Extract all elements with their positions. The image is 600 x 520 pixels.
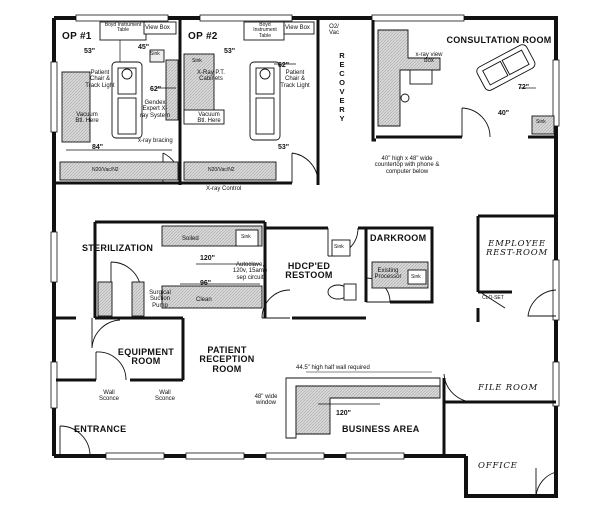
op2-patient-chair: Patient Chair & Track Light xyxy=(280,70,310,89)
windows xyxy=(50,14,560,460)
darkroom-label: DARKROOM xyxy=(370,233,427,243)
gendex-xray-label: Gendex Expert X-ray System xyxy=(140,100,171,119)
soiled-counter: Soiled xyxy=(182,236,199,242)
clean-counter: Clean xyxy=(196,297,212,303)
hdcp-restroom-label: HDCP'ED RESTOOM xyxy=(285,261,333,281)
op2-view-box: View Box xyxy=(285,25,310,31)
op2-fixtures xyxy=(183,21,315,181)
consultation-sink: Sink xyxy=(536,119,546,125)
op1-dim-84: 84" xyxy=(92,144,104,151)
recovery-label: RECOVERY xyxy=(337,51,347,123)
office-label: OFFICE xyxy=(478,461,518,471)
door-swings xyxy=(59,107,557,497)
wall-sconce-right: Wall Sconce xyxy=(154,390,175,403)
op1-gas-outlets: N20/Vac/N2 xyxy=(92,167,119,173)
consultation-label: CONSULTATION ROOM xyxy=(446,35,552,45)
xray-bracing-label: x-ray bracing xyxy=(138,138,173,144)
op2-sink: Sink xyxy=(192,58,202,64)
restroom-sink: Sink xyxy=(334,244,344,250)
op1-dim-62: 62" xyxy=(150,86,162,93)
dimension-lines xyxy=(66,40,536,405)
interior-walls xyxy=(56,20,556,470)
op2-vacuum: Vacuum Btl. Here xyxy=(197,112,221,125)
op2-gas-outlets: N20/Vac/N2 xyxy=(208,167,235,173)
op2-dim-53: 53" xyxy=(224,48,236,55)
closet-label: CLO-SET xyxy=(482,295,504,301)
darkroom-sink: Sink xyxy=(411,274,421,280)
business-counters xyxy=(285,371,441,439)
op1-fixtures xyxy=(59,21,179,181)
equipment-room-label: EQUIPMENT ROOM xyxy=(117,347,175,367)
op1-view-box: View Box xyxy=(145,25,170,31)
surgical-suction-note: Surgical Suction Pump xyxy=(149,290,171,309)
op2-dim-62: 62" xyxy=(278,62,290,69)
xray-pt-cabinets: X-Ray P.T. Cabinets xyxy=(197,70,225,83)
file-room-label: FILE ROOM xyxy=(478,383,539,393)
op1-dim-53: 53" xyxy=(84,48,96,55)
op1-sink: Sink xyxy=(150,51,160,57)
entrance-label: ENTRANCE xyxy=(74,424,127,434)
op2-label: OP #2 xyxy=(188,31,218,42)
wall-sconce-left: Wall Sconce xyxy=(98,390,119,403)
patient-reception-label: PATIENT RECEPTION ROOM xyxy=(199,345,255,374)
sterilization-label: STERILIZATION xyxy=(82,243,154,253)
clean-dim-96: 96" xyxy=(200,280,212,287)
countertop-note: 40" high x 48" wide countertop with phon… xyxy=(374,156,440,175)
sterilization-fixtures xyxy=(97,225,429,317)
business-area-label: BUSINESS AREA xyxy=(342,424,420,434)
autoclave-note: Autoclave, 120v, 15amp sep circuit xyxy=(232,262,268,281)
existing-processor: Existing Processor xyxy=(374,268,402,281)
op1-patient-chair: Patient Chair & Track Light xyxy=(85,70,115,89)
employee-restroom-label: EMPLOYEE REST-ROOM xyxy=(485,239,549,258)
consultation-fixtures xyxy=(377,29,555,135)
xray-view-box-label: x-ray view box xyxy=(415,52,443,65)
op2-dim-53-lower: 53" xyxy=(278,144,290,151)
window-note: 48" wide window xyxy=(254,394,278,407)
op1-vacuum: Vacuum Btl. Here xyxy=(75,112,99,125)
soiled-dim-120: 120" xyxy=(200,255,215,262)
sterilization-sink: Sink xyxy=(241,234,251,240)
consultation-dim-40: 40" xyxy=(498,110,510,117)
op1-dim-45: 45" xyxy=(138,44,150,51)
op1-boyd-table: Boyd Instrument Table xyxy=(104,22,142,34)
o2-vac-label: O2/ Vac xyxy=(329,24,339,37)
consultation-dim-72: 72" xyxy=(518,84,530,91)
op1-label: OP #1 xyxy=(62,31,92,42)
counter-dim-120: 120" xyxy=(336,410,351,417)
xray-control-label: X-ray Control xyxy=(206,186,242,192)
half-wall-note: 44.5" high half wall required xyxy=(296,365,370,371)
op2-boyd-table: Boyd Instrument Table xyxy=(253,22,277,39)
